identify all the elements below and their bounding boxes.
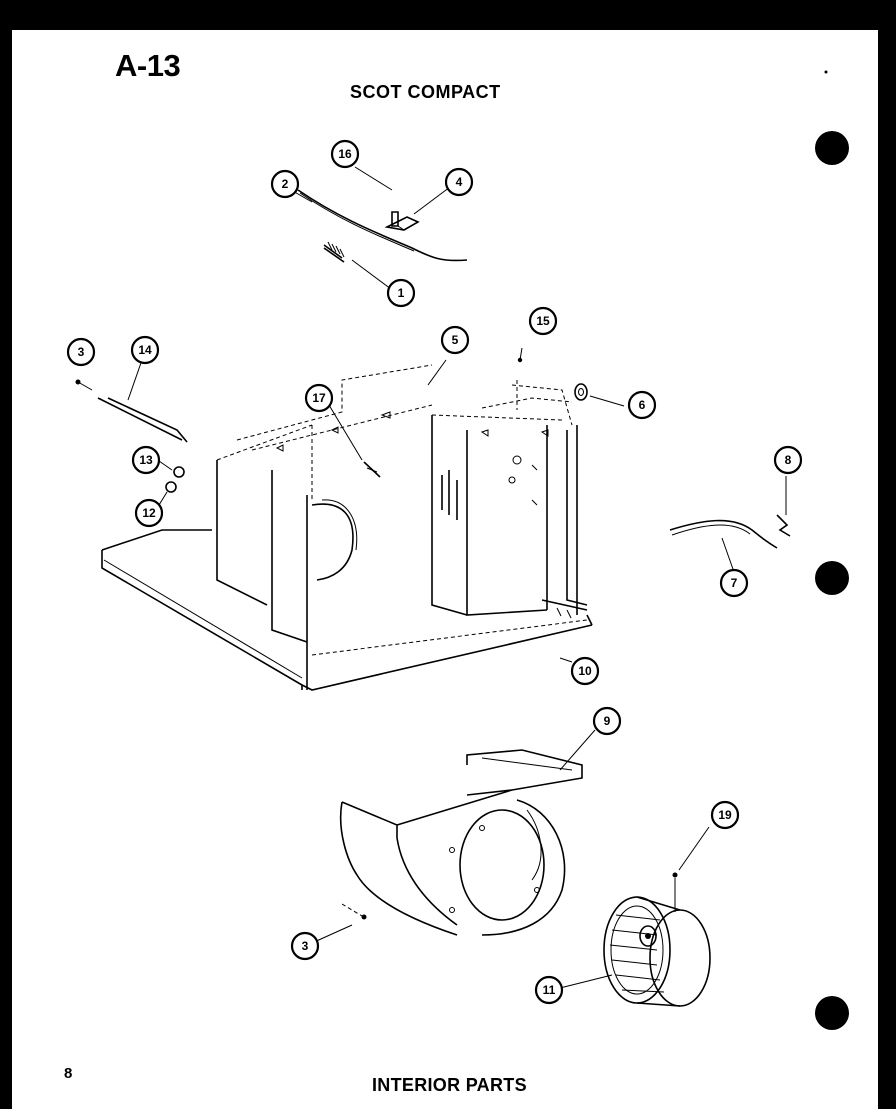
svg-text:15: 15 (536, 314, 550, 328)
callout-2: 2 (270, 169, 300, 199)
svg-text:12: 12 (142, 506, 156, 520)
binder-hole-top (815, 131, 849, 165)
svg-text:4: 4 (456, 175, 463, 189)
callout-12: 12 (134, 498, 164, 528)
callout-7: 7 (719, 568, 749, 598)
cabinet-assembly (101, 364, 593, 691)
callout-13: 13 (131, 445, 161, 475)
callout-8: 8 (773, 445, 803, 475)
callout-3-upper: 3 (66, 337, 96, 367)
svg-text:3: 3 (78, 345, 85, 359)
top-cable-assembly (297, 189, 468, 263)
svg-text:13: 13 (139, 453, 153, 467)
svg-text:14: 14 (138, 343, 152, 357)
page-code: A-13 (115, 48, 181, 83)
callout-1: 1 (386, 278, 416, 308)
exploded-view-drawing: 16 2 4 1 15 5 6 3 14 17 13 12 8 7 10 9 1… (66, 70, 849, 1030)
svg-text:11: 11 (543, 983, 556, 997)
svg-text:16: 16 (338, 147, 352, 161)
svg-text:10: 10 (578, 664, 592, 678)
svg-text:2: 2 (282, 177, 289, 191)
drain-hose (669, 514, 791, 549)
speck (824, 70, 828, 74)
blower-housing (339, 749, 583, 936)
callout-9: 9 (592, 706, 622, 736)
parts-diagram-page: 16 2 4 1 15 5 6 3 14 17 13 12 8 7 10 9 1… (12, 30, 878, 1109)
callout-6: 6 (627, 390, 657, 420)
svg-text:9: 9 (604, 714, 611, 728)
callout-15: 15 (528, 306, 558, 336)
binder-hole-bottom (815, 996, 849, 1030)
binder-hole-middle (815, 561, 849, 595)
callout-17: 17 (304, 383, 334, 413)
svg-text:7: 7 (731, 576, 738, 590)
svg-text:1: 1 (398, 286, 405, 300)
callout-5: 5 (440, 325, 470, 355)
svg-text:19: 19 (718, 808, 732, 822)
callout-3-lower: 3 (290, 931, 320, 961)
svg-text:8: 8 (785, 453, 792, 467)
callout-16: 16 (330, 139, 360, 169)
section-title: INTERIOR PARTS (372, 1075, 527, 1095)
callout-19: 19 (710, 800, 740, 830)
svg-text:5: 5 (452, 333, 459, 347)
callout-10: 10 (570, 656, 600, 686)
callout-4: 4 (444, 167, 474, 197)
blower-wheel (603, 896, 711, 1007)
callout-14: 14 (130, 335, 160, 365)
callout-11: 11 (534, 975, 564, 1005)
svg-text:6: 6 (639, 398, 646, 412)
svg-text:17: 17 (312, 391, 326, 405)
page-number: 8 (64, 1065, 73, 1082)
page-title: SCOT COMPACT (350, 82, 501, 102)
svg-text:3: 3 (302, 939, 309, 953)
